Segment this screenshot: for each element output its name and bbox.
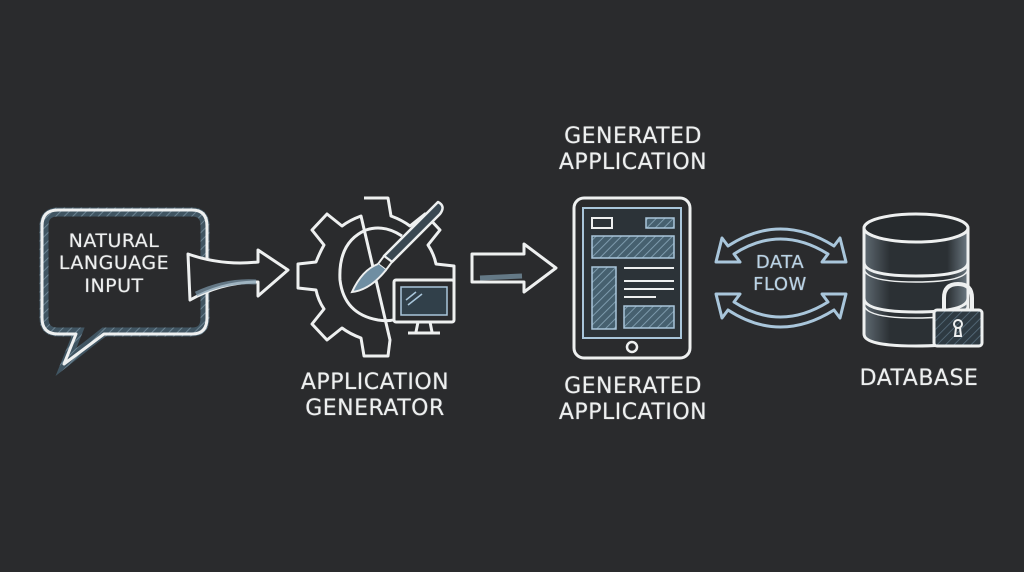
nl-line-3: INPUT — [84, 274, 144, 297]
gen-app-top-line-1: GENERATED — [564, 124, 702, 149]
natural-language-input-label: NATURAL LANGUAGE INPUT — [52, 230, 176, 297]
gen-app-top-line-2: APPLICATION — [558, 149, 708, 175]
tablet-wireframe-icon — [572, 196, 692, 360]
generated-application-bottom-label: GENERATED APPLICATION — [540, 374, 726, 426]
speech-bubble-icon — [39, 207, 210, 376]
data-flow-label: DATA FLOW — [730, 252, 830, 295]
database-label: DATABASE — [844, 366, 994, 392]
application-generator-label: APPLICATION GENERATOR — [286, 370, 464, 422]
flow-line-2: FLOW — [753, 273, 807, 295]
database-lock-icon — [862, 212, 984, 348]
nl-line-2: LANGUAGE — [58, 252, 170, 275]
database-text: DATABASE — [859, 366, 979, 391]
gen-line-1: APPLICATION — [300, 370, 450, 395]
nl-line-1: NATURAL — [68, 230, 160, 252]
curved-arrow-icon — [186, 248, 290, 302]
gen-app-bottom-line-2: APPLICATION — [558, 399, 708, 425]
bidirectional-arrows-icon — [714, 227, 848, 329]
gen-line-2: GENERATOR — [305, 395, 445, 421]
block-arrow-icon — [470, 242, 558, 294]
generated-application-top-label: GENERATED APPLICATION — [540, 124, 726, 176]
gear-brush-monitor-icon — [296, 196, 456, 358]
gen-app-bottom-line-1: GENERATED — [564, 374, 702, 399]
flow-line-1: DATA — [755, 252, 805, 273]
